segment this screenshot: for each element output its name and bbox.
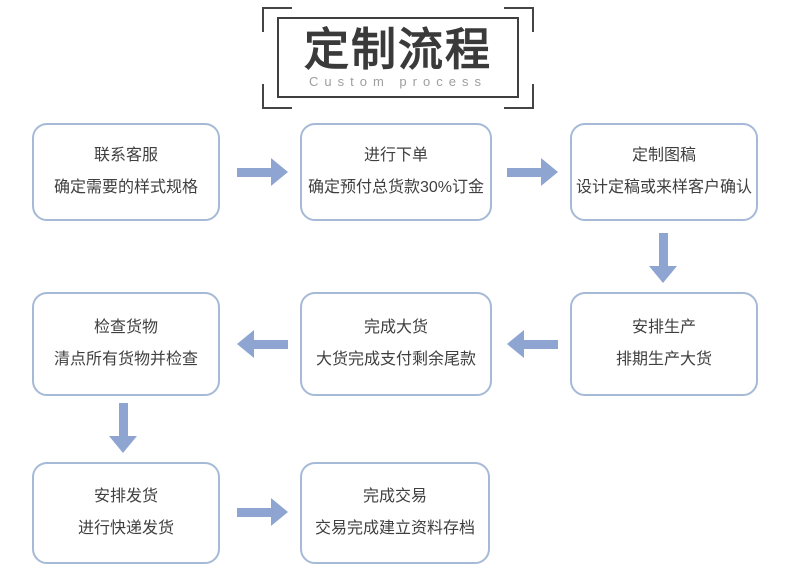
frame-corner-top-right-icon (504, 7, 534, 32)
flow-step-3: 定制图稿 设计定稿或来样客户确认 (570, 123, 758, 221)
step-desc: 设计定稿或来样客户确认 (575, 179, 752, 196)
step-desc: 交易完成建立资料存档 (314, 520, 475, 537)
arrow-left-icon (507, 330, 558, 358)
step-desc: 确定需要的样式规格 (53, 179, 198, 196)
arrow-shaft (507, 167, 541, 177)
step-desc: 排期生产大货 (615, 351, 712, 368)
flow-step-8: 完成交易 交易完成建立资料存档 (300, 462, 490, 564)
arrow-left-icon (237, 330, 288, 358)
title-frame: 定制流程 Custom process (262, 7, 534, 109)
flow-step-2: 进行下单 确定预付总货款30%订金 (300, 123, 492, 221)
step-title: 定制图稿 (631, 147, 696, 164)
arrow-shaft (237, 507, 271, 517)
flow-step-7: 安排发货 进行快递发货 (32, 462, 220, 564)
flow-step-1: 联系客服 确定需要的样式规格 (32, 123, 220, 221)
flow-step-5: 完成大货 大货完成支付剩余尾款 (300, 292, 492, 396)
flow-step-6: 检查货物 清点所有货物并检查 (32, 292, 220, 396)
title-box: 定制流程 Custom process (277, 17, 519, 98)
arrow-shaft (237, 167, 271, 177)
step-title: 联系客服 (93, 147, 158, 164)
arrow-down-icon (109, 403, 137, 453)
arrow-head (271, 158, 288, 186)
arrow-shaft (118, 403, 128, 436)
step-desc: 大货完成支付剩余尾款 (315, 351, 476, 368)
page-subtitle: Custom process (309, 74, 487, 90)
arrow-shaft (254, 339, 288, 349)
arrow-head (237, 330, 254, 358)
arrow-head (271, 498, 288, 526)
arrow-head (541, 158, 558, 186)
step-title: 检查货物 (93, 319, 158, 336)
frame-corner-bottom-right-icon (504, 84, 534, 109)
arrow-right-icon (507, 158, 558, 186)
arrow-shaft (658, 233, 668, 266)
arrow-head (649, 266, 677, 283)
step-title: 完成交易 (362, 488, 427, 505)
arrow-head (109, 436, 137, 453)
frame-corner-bottom-left-icon (262, 84, 292, 109)
arrow-down-icon (649, 233, 677, 283)
arrow-right-icon (237, 158, 288, 186)
page-title: 定制流程 (303, 23, 492, 75)
frame-corner-top-left-icon (262, 7, 292, 32)
flow-step-4: 安排生产 排期生产大货 (570, 292, 758, 396)
step-title: 进行下单 (363, 147, 428, 164)
step-desc: 清点所有货物并检查 (53, 351, 198, 368)
step-desc: 确定预付总货款30%订金 (307, 179, 485, 196)
step-desc: 进行快递发货 (77, 520, 174, 537)
arrow-head (507, 330, 524, 358)
step-title: 安排发货 (93, 488, 158, 505)
arrow-right-icon (237, 498, 288, 526)
step-title: 安排生产 (631, 319, 696, 336)
arrow-shaft (524, 339, 558, 349)
step-title: 完成大货 (363, 319, 428, 336)
